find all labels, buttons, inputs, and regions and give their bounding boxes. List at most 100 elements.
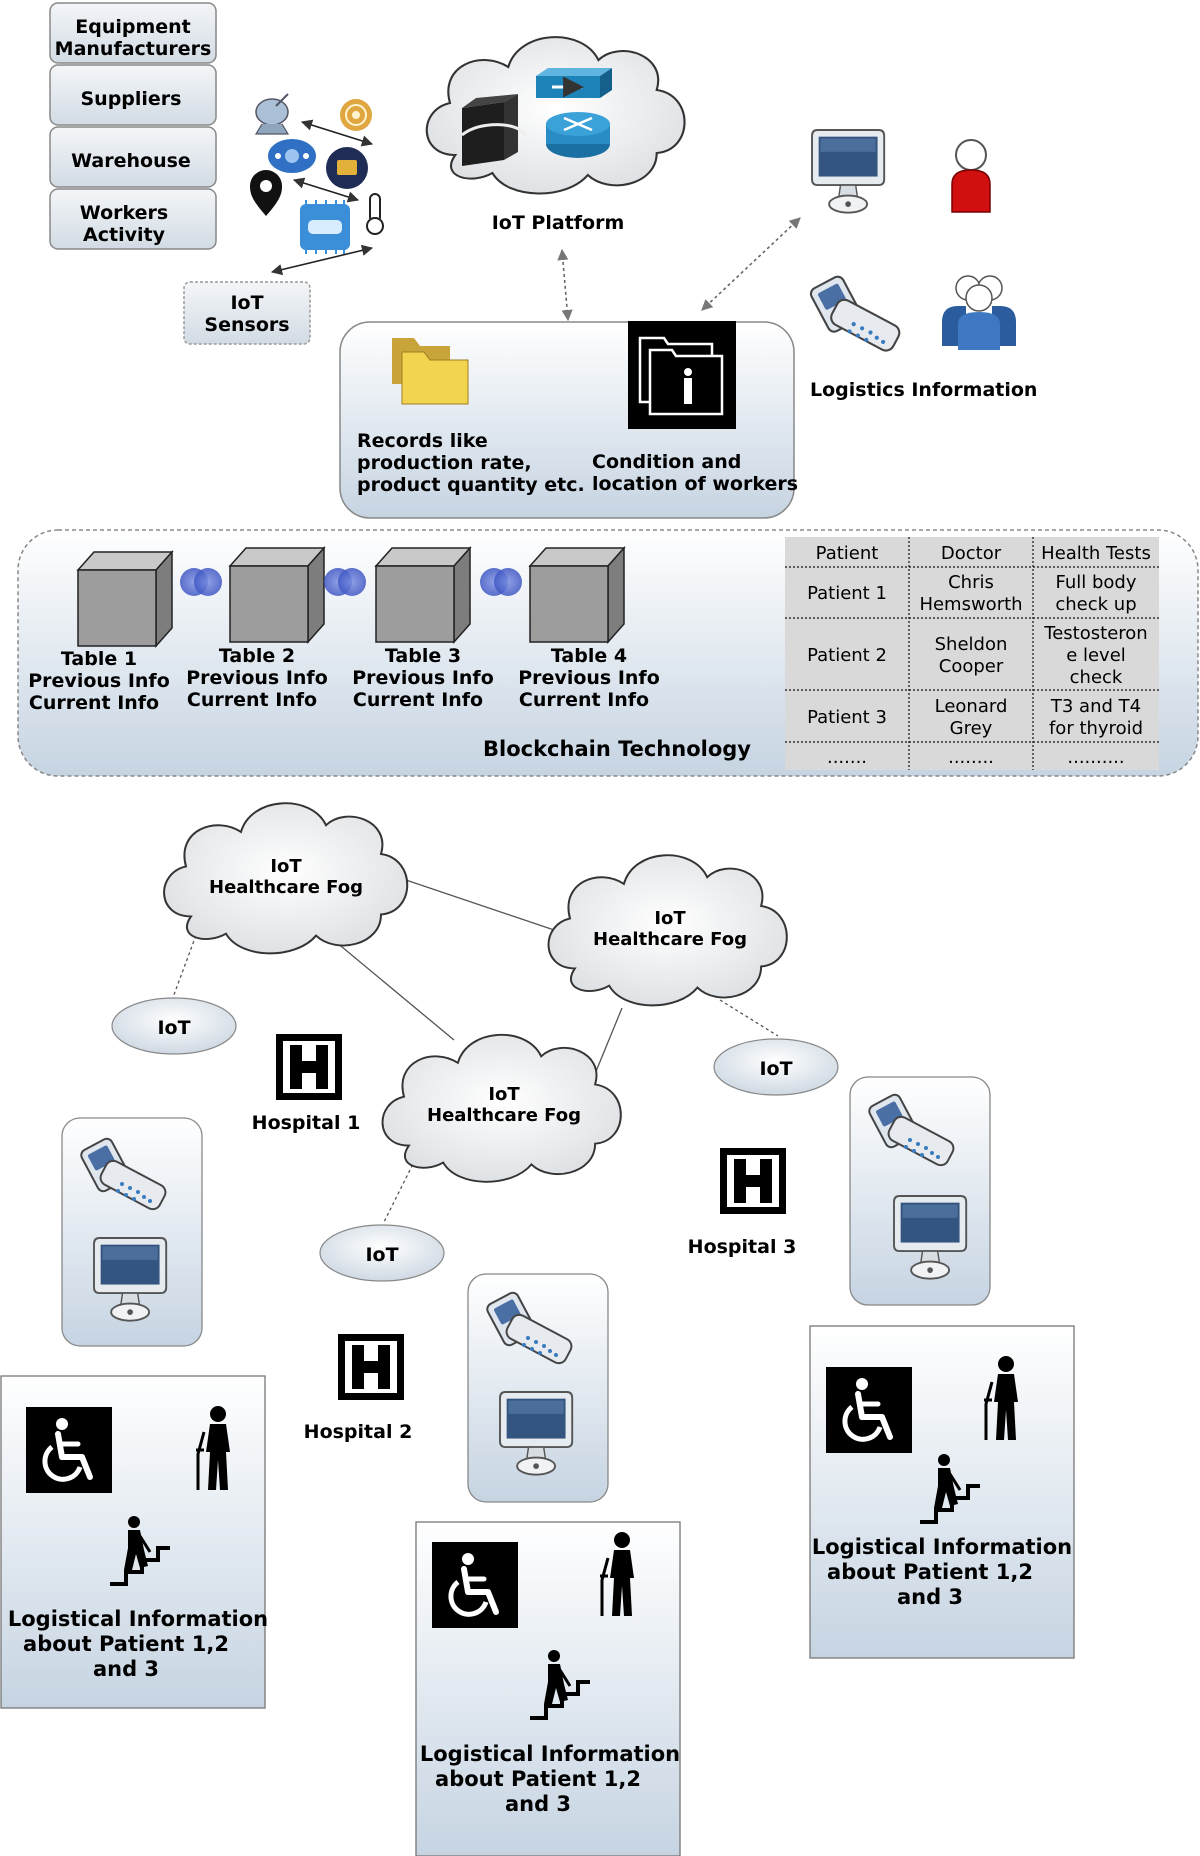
people-group-icon	[942, 275, 1016, 350]
hospital-h-icon	[720, 1148, 786, 1214]
logistical-text-line: and 3	[505, 1792, 571, 1816]
table-cell: Patient 1	[807, 583, 887, 604]
fog-network-lines	[171, 877, 779, 1223]
logistical-text-line: Logistical Information	[420, 1742, 680, 1766]
fog-cloud-2: IoT Healthcare Fog	[547, 854, 788, 1007]
table-row: Patient 1 Chris Hemsworth Full body chec…	[807, 572, 1137, 615]
table-cell: for thyroid	[1049, 718, 1143, 739]
fog-label: IoT	[270, 856, 302, 877]
logistical-text-line: and 3	[897, 1585, 963, 1609]
blockchain-label: Blockchain Technology	[483, 737, 751, 761]
table-cell: ........	[948, 747, 994, 768]
table-cell: Sheldon	[935, 634, 1008, 655]
thermometer-icon	[366, 193, 384, 235]
block-cube-icon	[529, 547, 625, 643]
table-cell: .......	[827, 747, 867, 768]
table-cell: Grey	[950, 718, 993, 739]
block-line: Previous Info	[28, 670, 170, 692]
fog-cloud-3: IoT Healthcare Fog	[381, 1033, 622, 1183]
logistical-text-line: about Patient 1,2	[827, 1560, 1033, 1584]
condition-text-line: location of workers	[592, 473, 798, 495]
person-red-icon	[951, 139, 991, 213]
logistical-text-line: Logistical Information	[8, 1607, 268, 1631]
table-row: Patient 2 Sheldon Cooper Testosteron e l…	[807, 623, 1148, 688]
table-cell: e level	[1066, 645, 1126, 666]
wheelchair-icon	[26, 1407, 112, 1493]
hospital-h-icon	[338, 1334, 404, 1400]
device-panel-1	[61, 1117, 203, 1347]
table-cell: Chris	[948, 572, 994, 593]
records-panel: Records like production rate, product qu…	[339, 321, 798, 519]
block-chain	[77, 547, 625, 647]
records-text-line: product quantity etc.	[357, 474, 585, 496]
block-line: Previous Info	[186, 667, 328, 689]
iot-platform-label: IoT Platform	[492, 212, 625, 234]
hospital-2: Hospital 2	[304, 1334, 413, 1443]
iot-sensors-label: IoT	[230, 292, 263, 314]
table-cell: Testosteron	[1043, 623, 1147, 644]
category-workers-activity: Workers Activity	[49, 188, 217, 250]
device-panel-3	[849, 1076, 991, 1306]
phone-icon	[807, 273, 904, 355]
platform-records-link	[557, 248, 573, 322]
category-label-line: Workers	[80, 202, 168, 224]
condition-text-line: Condition and	[592, 451, 741, 473]
category-label-line: Warehouse	[71, 150, 191, 172]
logistics-records-link	[701, 217, 801, 311]
category-label-line: Manufacturers	[55, 38, 212, 60]
table-cell: Patient 3	[807, 707, 887, 728]
category-label-line: Suppliers	[80, 88, 181, 110]
block-cube-icon	[229, 547, 325, 643]
fog-label: Healthcare Fog	[593, 929, 747, 950]
fog-cloud-1: IoT Healthcare Fog	[163, 802, 409, 955]
category-label-line: Equipment	[75, 16, 191, 38]
fog-label: IoT	[654, 908, 686, 929]
block-labels: Table 1 Previous Info Current Info Table…	[28, 645, 660, 714]
location-pin-icon	[250, 170, 282, 216]
iot-sensors-box: IoT Sensors	[183, 281, 311, 345]
logistical-text-line: Logistical Information	[812, 1535, 1072, 1559]
table-cell: check	[1070, 667, 1123, 688]
table-cell: Hemsworth	[919, 594, 1022, 615]
iot-node-2: IoT	[713, 1038, 839, 1096]
hospital-h-icon	[276, 1034, 342, 1100]
block-title: Table 1	[61, 648, 137, 670]
connected-car-chip-icon	[300, 200, 350, 254]
block-line: Current Info	[353, 689, 483, 711]
table-cell: check up	[1055, 594, 1136, 615]
folder-icon	[392, 338, 469, 405]
chain-link-icon	[324, 568, 366, 596]
block-line: Previous Info	[518, 667, 660, 689]
chip-card-icon	[326, 147, 368, 189]
table-row: Patient 3 Leonard Grey T3 and T4 for thy…	[807, 696, 1143, 739]
block-title: Table 3	[385, 645, 461, 667]
iot-node-label: IoT	[157, 1017, 190, 1039]
block-cube-icon	[375, 547, 471, 643]
category-warehouse: Warehouse	[49, 126, 217, 188]
block-title: Table 4	[551, 645, 627, 667]
satellite-dish-icon	[254, 93, 290, 135]
block-line: Current Info	[29, 692, 159, 714]
logistical-text-line: about Patient 1,2	[23, 1632, 229, 1656]
table-cell: Leonard	[935, 696, 1008, 717]
records-text-line: Records like	[357, 430, 488, 452]
table-header-cell: Patient	[816, 543, 879, 564]
table-cell: Patient 2	[807, 645, 887, 666]
block-line: Current Info	[187, 689, 317, 711]
hospital-3: Hospital 3	[688, 1148, 796, 1258]
hospital-label: Hospital 1	[252, 1112, 361, 1134]
logistical-text-line: about Patient 1,2	[435, 1767, 641, 1791]
wheelchair-icon	[826, 1367, 912, 1453]
category-equipment-manufacturers: Equipment Manufacturers	[49, 2, 217, 64]
chain-link-icon	[480, 568, 522, 596]
block-line: Current Info	[519, 689, 649, 711]
hospital-label: Hospital 2	[304, 1421, 413, 1443]
iot-node-1: IoT	[111, 997, 237, 1055]
worker-folders-icon	[628, 321, 736, 429]
table-cell: Cooper	[939, 656, 1004, 677]
logistical-text-line: and 3	[93, 1657, 159, 1681]
chain-link-icon	[180, 568, 222, 596]
monitor-icon	[811, 129, 886, 214]
table-cell: T3 and T4	[1050, 696, 1141, 717]
